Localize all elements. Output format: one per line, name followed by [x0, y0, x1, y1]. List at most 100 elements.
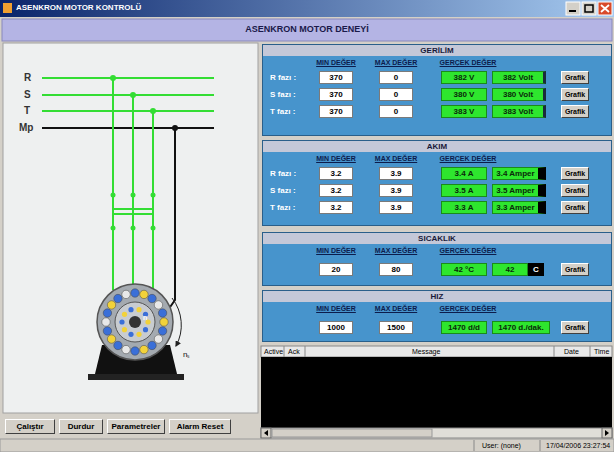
drawing-part: [154, 335, 162, 343]
panel-heading: SICAKLIK: [263, 233, 611, 244]
value-display: 3.3 A: [441, 201, 487, 214]
window-buttons: [566, 2, 612, 15]
value-display: 380 V: [441, 88, 487, 101]
drawing-part: [172, 125, 178, 131]
limit-field: 370: [319, 71, 353, 84]
status-text: 17/04/2006 23:27:54: [546, 442, 610, 449]
column-heading: MAX DEĞER: [375, 59, 417, 66]
value-display: 383 Volt: [492, 105, 546, 118]
limit-field: 3.9: [379, 201, 413, 214]
drawing-part: [128, 307, 133, 312]
table-header: Active: [264, 348, 283, 355]
limit-field: 1500: [379, 321, 413, 334]
row-label: R fazı :: [270, 167, 296, 180]
value-display: 3.5 Amper: [492, 184, 546, 197]
field-text: 1470 d/d: [448, 323, 480, 332]
panel-heading: HIZ: [263, 291, 611, 302]
graph-button: Grafik: [561, 263, 589, 276]
limit-field: 0: [379, 105, 413, 118]
drawing-part: [42, 94, 214, 96]
field-text: Parametreler: [112, 422, 161, 431]
field-text: Çalıştır: [16, 422, 43, 431]
field-text: 3.3 A: [455, 203, 474, 212]
drawing-part: [136, 332, 141, 337]
drawing-part: [148, 341, 156, 349]
field-text: 370: [329, 90, 342, 99]
field-text: 370: [329, 73, 342, 82]
drawing-part: [168, 128, 175, 310]
motor-illustration: [88, 284, 184, 380]
table-header: Date: [564, 348, 579, 355]
field-text: 383 Volt: [503, 107, 533, 116]
drawing-part: [131, 226, 136, 231]
limit-field: 80: [379, 263, 413, 276]
table-header: Message: [412, 348, 440, 355]
field-text: 3.9: [390, 186, 401, 195]
drawing-part: [97, 284, 173, 360]
value-display: 1470 d./dak.: [492, 321, 550, 334]
schematic-pane: [3, 43, 258, 413]
column-heading: GERÇEK DEĞER: [440, 155, 497, 162]
field-text: 0: [394, 73, 398, 82]
field-text: 1470 d./dak.: [498, 323, 543, 332]
drawing-part: [132, 95, 134, 288]
graph-button: Grafik: [561, 167, 589, 180]
limit-field: 3.2: [319, 184, 353, 197]
graph-button: Grafik: [561, 88, 589, 101]
unit-box: C: [528, 263, 544, 276]
drawing-part: [42, 127, 214, 129]
row-label: R fazı :: [270, 71, 296, 84]
drawing-part: [112, 78, 114, 290]
drawing-part: [261, 428, 271, 438]
measurement-panel: GERİLİMMIN DEĞERMAX DEĞERGERÇEK DEĞERR f…: [262, 44, 612, 136]
field-text: 382 V: [454, 73, 475, 82]
field-text: Grafik: [565, 91, 585, 98]
drawing-part: [110, 75, 116, 81]
field-text: 20: [332, 265, 341, 274]
drawing-part: [107, 301, 115, 309]
drawing-part: [131, 193, 136, 198]
junction-dots: [110, 75, 178, 231]
app-icon: [3, 3, 12, 13]
drawing-part: [103, 327, 111, 335]
drawing-part: [284, 346, 285, 357]
command-button: Çalıştır: [5, 419, 55, 434]
drawing-part: [554, 346, 555, 357]
measurement-panel: AKIMMIN DEĞERMAX DEĞERGERÇEK DEĞERR fazı…: [262, 140, 612, 226]
field-text: 0: [394, 107, 398, 116]
field-text: 380 Volt: [503, 90, 533, 99]
value-display: 380 Volt: [492, 88, 546, 101]
measurement-panel: SICAKLIKMIN DEĞERMAX DEĞERGERÇEK DEĞER20…: [262, 232, 612, 286]
field-text: 380 V: [454, 90, 475, 99]
drawing-part: [601, 5, 609, 12]
limit-field: 3.2: [319, 201, 353, 214]
drawing-part: [111, 226, 116, 231]
speed-symbol: n: [143, 314, 147, 321]
drawing-part: [264, 430, 268, 436]
column-heading: MIN DEĞER: [316, 247, 356, 254]
drawing-part: [160, 318, 168, 326]
value-display: 382 Volt: [492, 71, 546, 84]
graph-button: Grafik: [561, 201, 589, 214]
drawing-part: [151, 193, 156, 198]
command-button: Alarm Reset: [169, 419, 231, 434]
field-text: Durdur: [68, 422, 95, 431]
field-text: Grafik: [565, 170, 585, 177]
drawing-part: [151, 226, 156, 231]
value-display: 1470 d/d: [441, 321, 487, 334]
field-text: 3.2: [330, 186, 341, 195]
field-text: Alarm Reset: [177, 422, 224, 431]
drawing-part: [272, 429, 432, 437]
phase-label: S: [24, 89, 31, 100]
field-text: 0: [394, 90, 398, 99]
status-bar: [0, 439, 614, 452]
drawing-part: [585, 5, 593, 12]
limit-field: 370: [319, 88, 353, 101]
phase-label: R: [24, 72, 31, 83]
drawing-part: [113, 208, 153, 210]
drawing-part: [88, 374, 184, 380]
value-display: 3.3 Amper: [492, 201, 546, 214]
measurement-panel: HIZMIN DEĞERMAX DEĞERGERÇEK DEĞER1000150…: [262, 290, 612, 342]
field-text: Grafik: [565, 108, 585, 115]
